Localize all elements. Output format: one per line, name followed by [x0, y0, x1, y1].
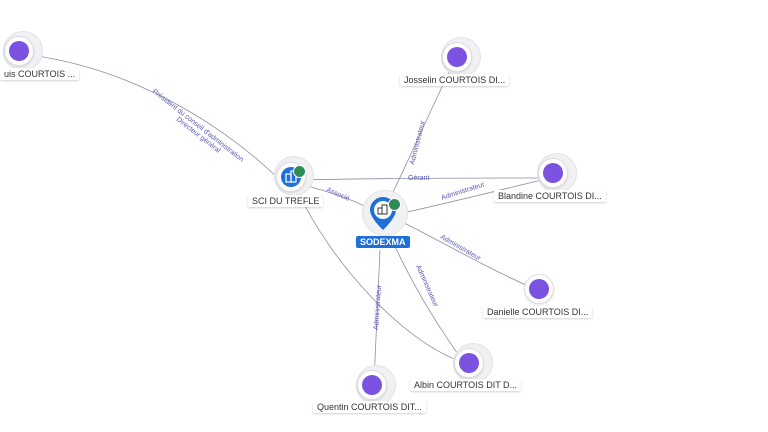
edge-label-admin-quentin: Administrateur: [373, 284, 383, 330]
person-icon: [529, 279, 549, 299]
person-label-top-left[interactable]: uis COURTOIS ...: [0, 68, 80, 80]
node-disc: [454, 348, 484, 378]
edge-president: [29, 54, 287, 187]
edge-blandine: [397, 177, 551, 215]
person-icon: [459, 353, 479, 373]
center-label-sodexma[interactable]: SODEXMA: [356, 236, 410, 248]
person-label-blandine[interactable]: Blandine COURTOIS DI...: [494, 190, 606, 202]
node-disc: [538, 158, 568, 188]
person-label-danielle[interactable]: Danielle COURTOIS DI...: [483, 306, 593, 318]
person-label-albin[interactable]: Albin COURTOIS DIT D...: [410, 379, 522, 391]
edge-label-president: Président du conseil d'administration: [151, 88, 245, 164]
person-icon: [9, 41, 29, 61]
edge-label-gerant: Gérant: [408, 175, 429, 182]
edge-albin-company: [297, 191, 463, 363]
node-disc: [524, 274, 554, 304]
person-icon: [543, 163, 563, 183]
person-label-quentin[interactable]: Quentin COURTOIS DIT...: [313, 401, 426, 413]
edge-label-admin-danielle: Administrateur: [439, 234, 482, 263]
edge-label-admin-josselin: Administrateur: [409, 119, 427, 165]
person-icon: [362, 375, 382, 395]
person-label-josselin[interactable]: Josselin COURTOIS DI...: [400, 74, 510, 86]
person-icon: [447, 47, 467, 67]
node-disc: [442, 42, 472, 72]
edge-label-associe: Associé: [325, 186, 350, 202]
check-icon: [388, 198, 401, 211]
edge-danielle: [397, 219, 538, 291]
edge-label-admin-albin: Administrateur: [414, 264, 439, 309]
check-icon: [293, 165, 306, 178]
node-disc: [4, 36, 34, 66]
company-label-sci-du-trefle[interactable]: SCI DU TREFLE: [248, 195, 324, 207]
node-disc: [357, 370, 387, 400]
edge-gerant: [299, 177, 553, 181]
edge-albin: [391, 239, 467, 366]
